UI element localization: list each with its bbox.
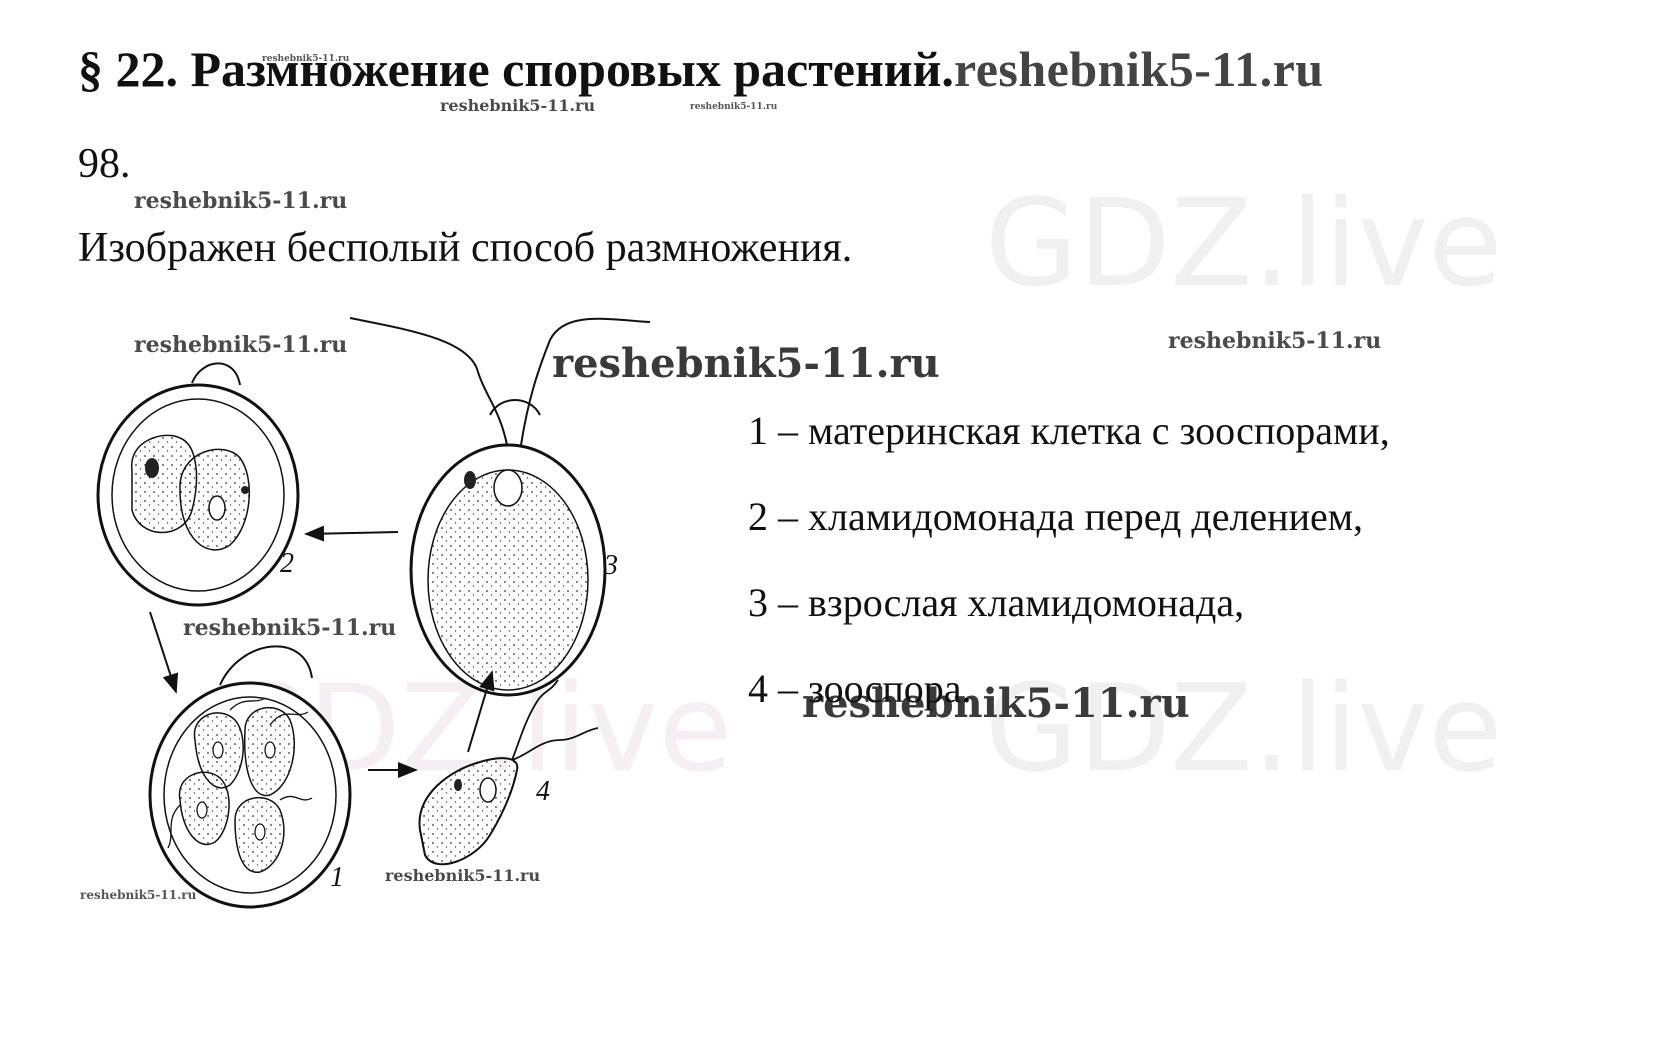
arrow-3-to-2: [304, 525, 399, 542]
answer-text: Изображен бесполый способ размножения.: [78, 225, 853, 271]
cell-3-adult-chlamydomonas: [349, 317, 651, 697]
heading-text: § 22. Размножение споровых растений.: [78, 41, 954, 97]
legend-item-1: 1 – материнская клетка с зооспорами,: [748, 408, 1390, 453]
watermark: reshebnik5-11.ru: [690, 102, 778, 112]
legend-item-2: 2 – хламидомонада перед делением,: [748, 494, 1364, 539]
heading-watermark: reshebnik5-11.ru: [953, 41, 1324, 97]
legend-item-3: 3 – взрослая хламидомонада,: [748, 580, 1245, 625]
watermark: reshebnik5-11.ru: [1168, 328, 1382, 354]
watermark: reshebnik5-11.ru: [183, 615, 397, 641]
cell-4-zoospore: [418, 679, 599, 866]
watermark: reshebnik5-11.ru: [134, 332, 348, 358]
gdz-watermark: GDZ.live: [985, 660, 1503, 799]
figure-label-3: 3: [603, 550, 618, 581]
figure-label-2: 2: [280, 548, 294, 579]
chlamydomonas-reproduction-figure: 1 2 3 4: [96, 317, 651, 909]
arrow-2-to-1: [149, 611, 179, 694]
watermark: reshebnik5-11.ru: [134, 188, 348, 214]
watermark: reshebnik5-11.ru: [262, 54, 350, 64]
watermark: reshebnik5-11.ru: [552, 340, 940, 387]
figure-label-4: 4: [536, 776, 550, 807]
watermark: reshebnik5-11.ru: [385, 866, 541, 885]
figure-legend: 1 – материнская клетка с зооспорами, 2 –…: [748, 388, 1390, 732]
figure-label-1: 1: [330, 862, 344, 893]
cell-1-mother-cell-zoospores: [148, 645, 352, 909]
cell-2-before-division: [96, 362, 300, 607]
watermark: reshebnik5-11.ru: [440, 96, 596, 115]
section-heading: § 22. Размножение споровых растений.resh…: [78, 40, 1324, 98]
gdz-watermark: GDZ.live: [985, 175, 1503, 314]
arrow-4-to-3: [467, 670, 495, 753]
legend-item-4: 4 – зооспора.: [748, 666, 972, 711]
watermark: reshebnik5-11.ru: [802, 680, 1190, 727]
watermark: reshebnik5-11.ru: [80, 888, 197, 902]
task-number: 98.: [78, 141, 131, 187]
